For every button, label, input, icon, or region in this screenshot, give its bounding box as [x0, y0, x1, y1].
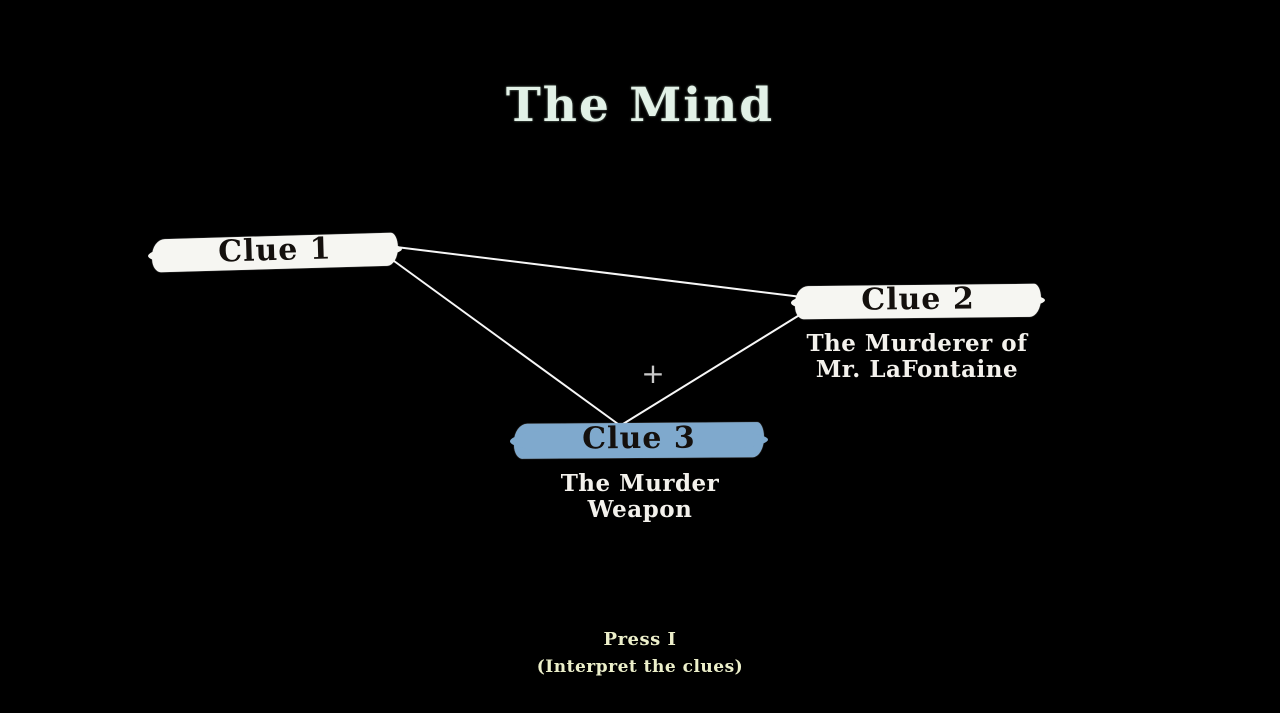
line-clue1-clue3: [393, 260, 619, 425]
clue-node-2[interactable]: Clue 2: [794, 281, 1042, 320]
clue-node-1[interactable]: Clue 1: [151, 231, 399, 273]
crosshair-icon: +: [641, 357, 665, 390]
clue-2-subtitle-line1: The Murderer of: [806, 330, 1028, 357]
clue-2-label: Clue 2: [861, 281, 975, 318]
footer-hint: Press I (Interpret the clues): [0, 629, 1280, 677]
clue-3-subtitle-line2: Weapon: [587, 496, 693, 523]
clue-3-subtitle: The Murder Weapon: [460, 471, 820, 523]
clue-2-subtitle-line2: Mr. LaFontaine: [815, 356, 1019, 383]
interpret-clues-hint: (Interpret the clues): [536, 657, 744, 677]
line-clue1-clue2: [395, 246, 811, 299]
page-title: The Mind: [505, 78, 775, 133]
clue-node-3[interactable]: Clue 3: [513, 420, 765, 459]
clue-1-label: Clue 1: [217, 231, 333, 270]
clue-3-subtitle-line1: The Murder: [560, 470, 720, 497]
clue-3-label: Clue 3: [582, 420, 696, 457]
clue-2-subtitle: The Murderer of Mr. LaFontaine: [737, 331, 1097, 383]
press-i-hint: Press I: [603, 629, 677, 650]
